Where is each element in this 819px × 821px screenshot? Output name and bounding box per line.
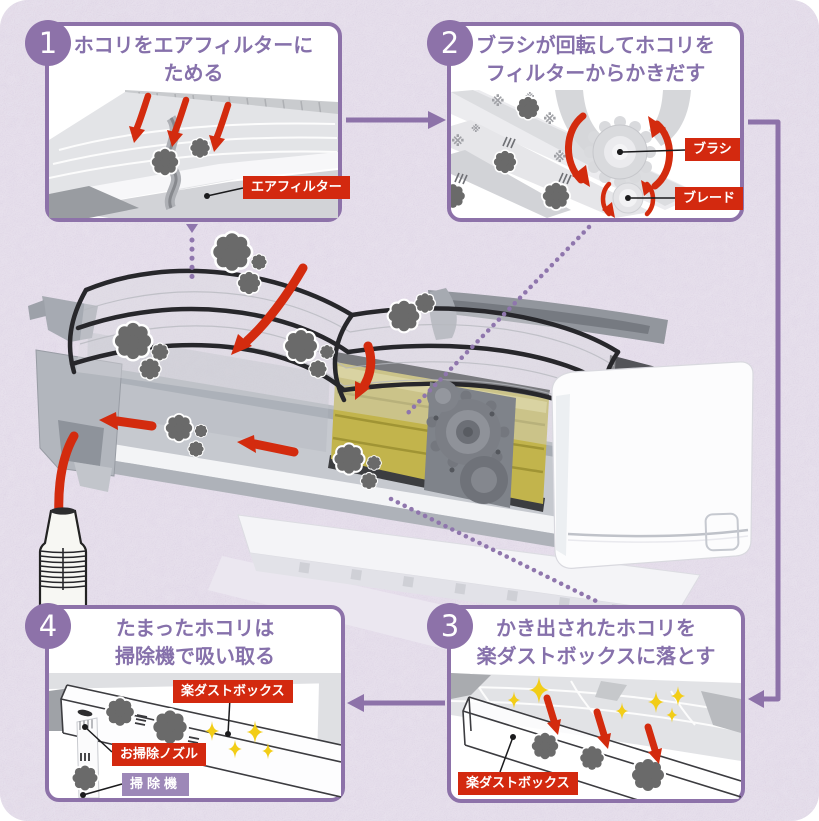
brush-gear-motor — [424, 380, 516, 508]
step2-title: ブラシが回転してホコリを フィルターからかきだす — [451, 31, 740, 87]
step2-title-line1: ブラシが回転してホコリを — [476, 33, 715, 57]
step-panel-3: 3 かき出されたホコリを 楽ダストボックスに落とす — [427, 603, 745, 803]
red-flow-arrows — [129, 92, 232, 152]
step4-title-line1: たまったホコリは — [115, 616, 275, 640]
svg-text:※: ※ — [451, 134, 465, 150]
step2-title-line2: フィルターからかきだす — [485, 61, 706, 85]
leader-line — [204, 187, 244, 199]
step-panel-4: 4 たまったホコリは 掃除機で吸い取る — [25, 603, 345, 802]
leader-line — [499, 734, 516, 773]
label-air-filter: エアフィルター — [243, 176, 350, 199]
step3-title-line2: 楽ダストボックスに落とす — [476, 644, 716, 668]
step1-title-line1: ホコリをエアフィルターに — [73, 33, 314, 57]
label-dust-box: 楽ダストボックス — [173, 680, 293, 703]
step1-title: ホコリをエアフィルターに ためる — [49, 31, 338, 87]
step4-title: たまったホコリは 掃除機で吸い取る — [49, 614, 341, 670]
dotted-leader-lines — [186, 224, 599, 604]
step1-number-badge: 1 — [25, 20, 71, 66]
purple-step-arrows — [346, 111, 781, 712]
label-vacuum: 掃除機 — [122, 773, 190, 796]
step3-title: かき出されたホコリを 楽ダストボックスに落とす — [451, 614, 741, 670]
rotation-arrow-icon — [565, 112, 673, 190]
svg-text:※: ※ — [553, 150, 567, 166]
vacuum-bottle — [38, 507, 88, 616]
label-blade: ブレード — [675, 187, 744, 210]
label-nozzle: お掃除ノズル — [112, 743, 207, 766]
label-brush: ブラシ — [685, 138, 740, 161]
red-flow-arrows — [543, 694, 662, 764]
red-flow-arrows — [53, 263, 376, 554]
step2-number-badge: 2 — [427, 20, 473, 66]
svg-text:※: ※ — [491, 94, 505, 110]
label-dust-box: 楽ダストボックス — [458, 772, 578, 795]
leader-lines — [80, 697, 231, 798]
step4-number-badge: 4 — [25, 603, 71, 649]
step-panel-1: 1 ホコリをエアフィルターに ためる — [25, 20, 350, 222]
step3-number-badge: 3 — [427, 603, 473, 649]
step2-illustration: ※ ※ ※ ※ ※ ※ — [451, 90, 701, 218]
step3-illustration — [451, 673, 741, 799]
svg-text:※: ※ — [471, 123, 481, 135]
lifted-grille-slat — [428, 288, 668, 344]
step4-title-line2: 掃除機で吸い取る — [115, 644, 275, 668]
end-cover — [551, 361, 754, 569]
step3-title-line1: かき出されたホコリを — [496, 616, 696, 640]
step-panel-2: 2 ブラシが回転してホコリを フィルターからかきだす ※ ※ ※ — [427, 20, 744, 222]
leader-lines — [617, 149, 686, 201]
step1-title-line2: ためる — [163, 61, 224, 85]
svg-text:※: ※ — [543, 112, 557, 128]
